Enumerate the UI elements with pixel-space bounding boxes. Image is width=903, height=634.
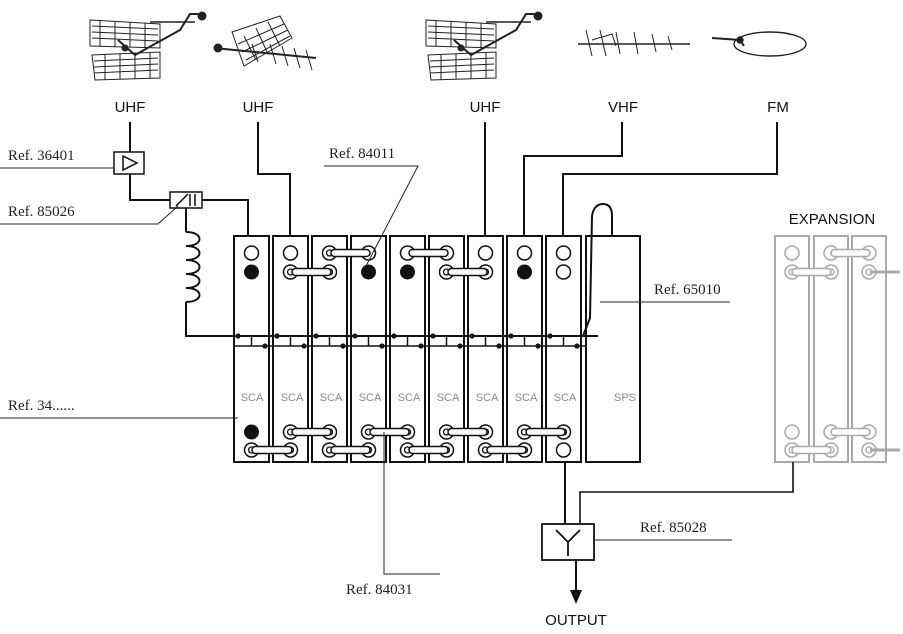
- link-bridge: [447, 427, 488, 437]
- module-label: SCA: [554, 392, 577, 404]
- band-label: UHF: [470, 99, 501, 116]
- junction-dot: [430, 333, 436, 339]
- uhf-panel-antenna-icon: [425, 11, 543, 81]
- band-label: FM: [767, 99, 789, 116]
- link-bridge: [408, 248, 449, 258]
- port-connector: [516, 245, 533, 261]
- link-bridge: [791, 445, 832, 455]
- expansion-label: EXPANSION: [789, 211, 875, 228]
- port-connector: [282, 245, 299, 261]
- link-bridge: [369, 427, 410, 437]
- junction-dot: [340, 343, 346, 349]
- port-connector: [784, 424, 800, 440]
- link-bridge: [330, 445, 371, 455]
- junction-dot: [379, 343, 385, 349]
- expansion-output-cable: [579, 462, 794, 524]
- junction-dot: [418, 343, 424, 349]
- junction-dot: [301, 343, 307, 349]
- fm-loop-antenna-icon: [711, 31, 807, 57]
- combiner-icon: [541, 523, 595, 561]
- module-rack: [186, 235, 641, 463]
- junction-dot: [313, 333, 319, 339]
- reference-leaders: [0, 165, 732, 575]
- ref-link: Ref. 84031: [346, 582, 413, 598]
- junction-dot: [508, 333, 514, 339]
- junction-dot: [469, 333, 475, 339]
- power-inserter-icon: [169, 191, 203, 209]
- link-bridge: [830, 248, 871, 258]
- junction-dot: [574, 343, 580, 349]
- junction-dot: [391, 333, 397, 339]
- junction-dot: [235, 333, 241, 339]
- ref-combiner: Ref. 85028: [640, 520, 707, 536]
- output-arrow-icon: [570, 590, 582, 604]
- module-label: SCA: [241, 392, 264, 404]
- port-connector: [555, 442, 572, 458]
- junction-dot: [274, 333, 280, 339]
- module-labels: SCA SCA SCA SCA SCA SCA SCA SCA SCA SPS: [241, 392, 636, 404]
- ref-amplifier: Ref. 34......: [8, 398, 75, 414]
- port-terminated: [517, 264, 532, 280]
- band-label: UHF: [243, 99, 274, 116]
- link-bridge: [830, 427, 871, 437]
- link-bridge: [291, 267, 332, 277]
- band-label: UHF: [115, 99, 146, 116]
- preamplifier-icon: [113, 151, 145, 175]
- port-connector: [243, 245, 260, 261]
- module-label: SCA: [476, 392, 499, 404]
- link-bridge: [447, 267, 488, 277]
- ref-power-supply: Ref. 65010: [654, 282, 721, 298]
- module-label: SCA: [281, 392, 304, 404]
- uhf-panel-antenna-icon: [89, 11, 207, 81]
- ref-bridge: Ref. 84011: [329, 146, 395, 162]
- link-bridge: [408, 445, 449, 455]
- expansion-continue-line: [870, 270, 900, 452]
- port-terminated: [361, 264, 376, 280]
- link-bridge: [525, 427, 566, 437]
- port-terminated: [400, 264, 415, 280]
- power-supply-cable: [582, 202, 613, 337]
- ref-power-inserter: Ref. 85026: [8, 204, 75, 220]
- link-bridge: [251, 445, 293, 455]
- port-terminated: [244, 424, 259, 440]
- junction-dot: [496, 343, 502, 349]
- port-terminated: [244, 264, 259, 280]
- output-label: OUTPUT: [545, 612, 607, 629]
- junction-dot: [352, 333, 358, 339]
- junction-dot: [547, 333, 553, 339]
- link-bridge: [486, 445, 527, 455]
- vhf-yagi-antenna-icon: [578, 29, 690, 57]
- junction-dot: [457, 343, 463, 349]
- port-connector: [784, 245, 800, 261]
- power-module-label: SPS: [614, 392, 636, 404]
- band-label: VHF: [608, 99, 638, 116]
- expansion-modules: [774, 235, 900, 463]
- link-bridge: [791, 267, 832, 277]
- link-bridge: [291, 427, 332, 437]
- uhf-yagi-antenna-icon: [213, 15, 317, 71]
- feed-cables: [129, 122, 778, 236]
- module-label: SCA: [437, 392, 460, 404]
- port-connector: [555, 245, 572, 261]
- power-supply-module: [585, 235, 641, 463]
- junction-dot: [535, 343, 541, 349]
- ref-preamplifier: Ref. 36401: [8, 148, 75, 164]
- module-label: SCA: [515, 392, 538, 404]
- port-connector: [555, 264, 572, 280]
- module-label: SCA: [320, 392, 343, 404]
- junction-dot: [262, 343, 268, 349]
- module-label: SCA: [359, 392, 382, 404]
- link-bridge: [330, 248, 371, 258]
- port-connector: [477, 245, 494, 261]
- module-label: SCA: [398, 392, 421, 404]
